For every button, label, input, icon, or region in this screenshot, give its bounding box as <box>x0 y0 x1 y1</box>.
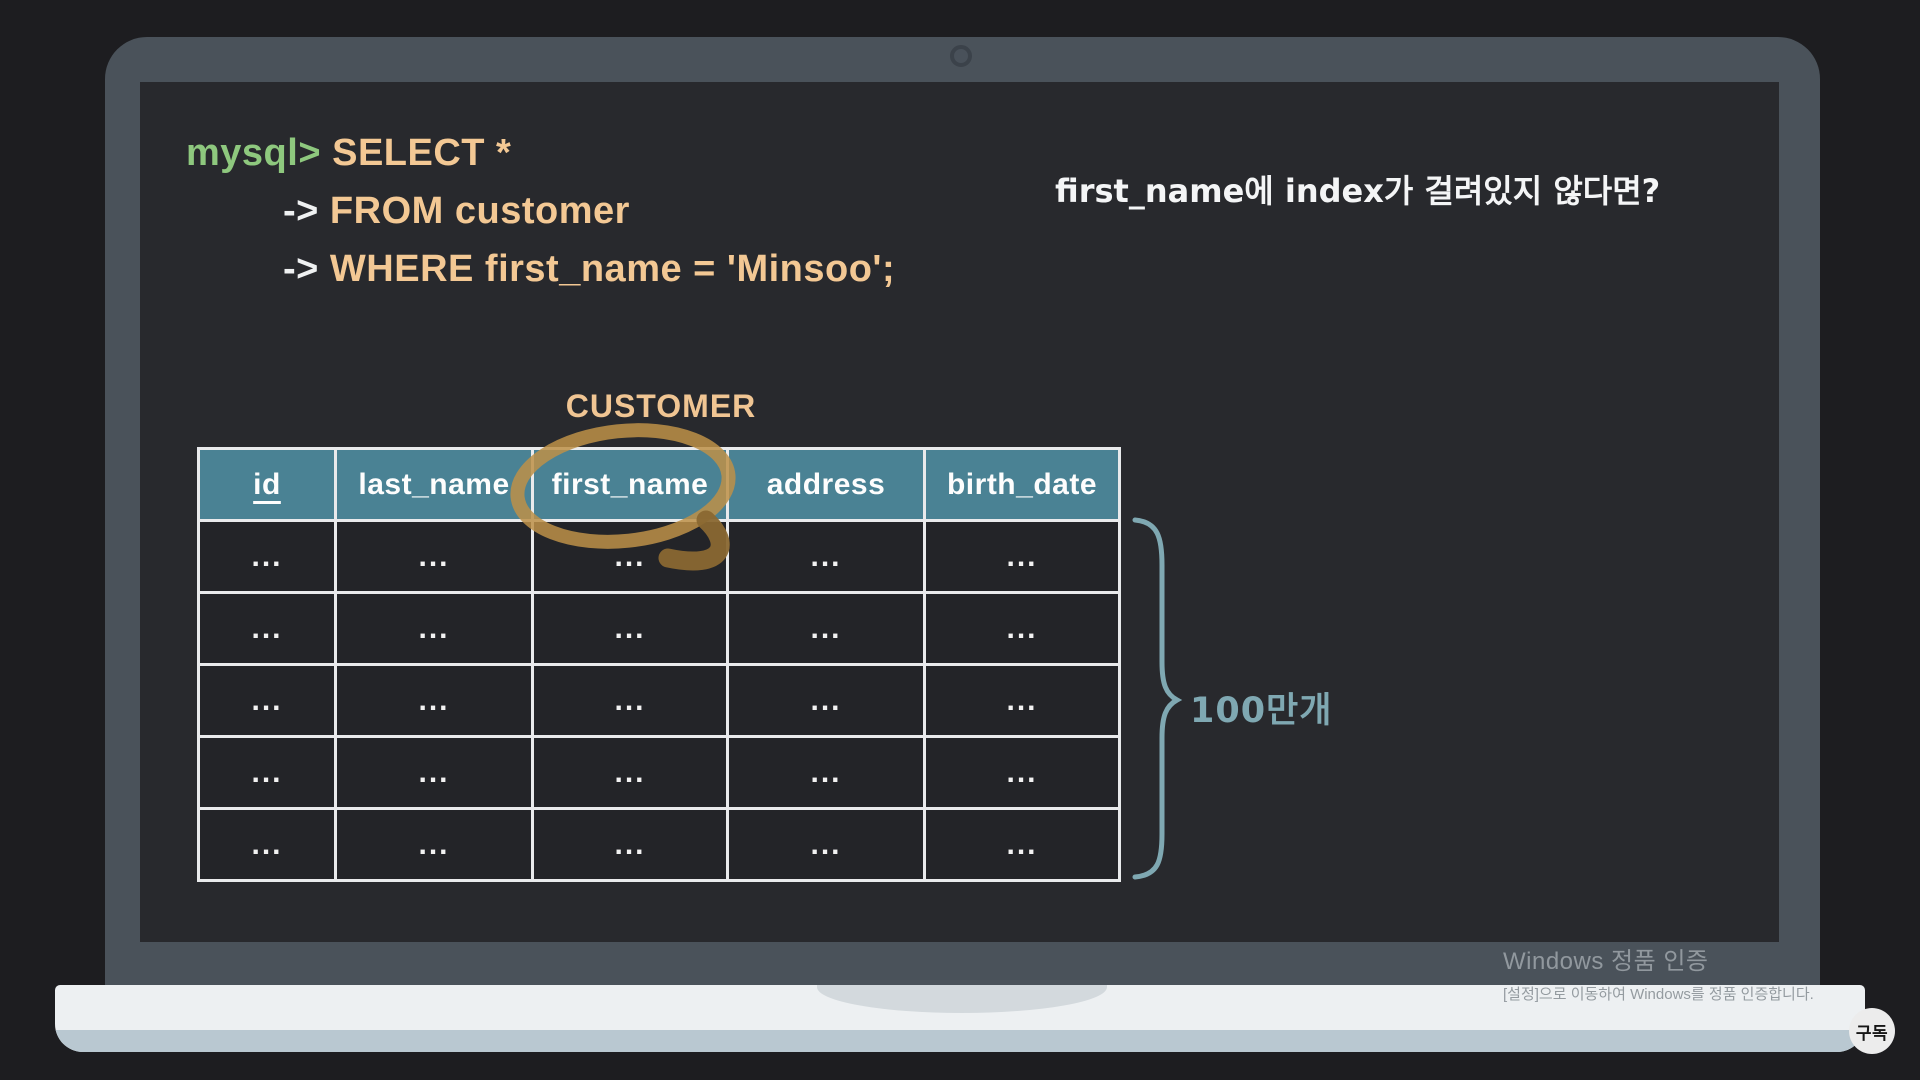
laptop-screen: mysql> SELECT * -> FROM customer -> WHER… <box>140 82 1779 942</box>
table-row: ............... <box>197 663 1121 738</box>
table-cell: ... <box>726 735 926 810</box>
table-row: ............... <box>197 519 1121 594</box>
laptop-notch <box>817 985 1107 1013</box>
row-count-label: 100만개 <box>1190 691 1333 731</box>
windows-activation-watermark: Windows 정품 인증 [설정]으로 이동하여 Windows를 정품 인증… <box>1503 941 1814 1004</box>
watermark-title: Windows 정품 인증 <box>1503 948 1709 975</box>
table-cell: ... <box>334 519 534 594</box>
customer-table-header: id last_name first_name address birth_da… <box>197 447 1121 522</box>
table-cell: ... <box>923 735 1121 810</box>
table-cell: ... <box>531 807 729 882</box>
highlight-tail-icon <box>658 510 730 571</box>
column-header-id: id <box>197 447 337 522</box>
table-cell: ... <box>923 807 1121 882</box>
column-header-birth-date: birth_date <box>923 447 1121 522</box>
table-cell: ... <box>197 591 337 666</box>
table-cell: ... <box>726 591 926 666</box>
watermark-subtitle: [설정]으로 이동하여 Windows를 정품 인증합니다. <box>1503 986 1814 1003</box>
table-cell: ... <box>334 663 534 738</box>
table-cell: ... <box>197 663 337 738</box>
query-line-select: mysql> SELECT * <box>186 124 895 182</box>
table-row: ............... <box>197 591 1121 666</box>
index-question-note: first_name에 index가 걸려있지 않다면? <box>1055 172 1661 210</box>
table-cell: ... <box>334 591 534 666</box>
table-cell: ... <box>531 735 729 810</box>
table-row: ............... <box>197 735 1121 810</box>
table-cell: ... <box>726 807 926 882</box>
subscribe-button[interactable]: 구독 <box>1849 1008 1895 1054</box>
table-cell: ... <box>197 519 337 594</box>
row-count-brace-icon <box>1132 517 1183 880</box>
table-title: CUSTOMER <box>565 388 757 424</box>
table-cell: ... <box>197 807 337 882</box>
table-cell: ... <box>334 735 534 810</box>
column-header-first-name: first_name <box>531 447 729 522</box>
customer-table: id last_name first_name address birth_da… <box>197 447 1121 882</box>
table-row: ............... <box>197 807 1121 882</box>
column-header-address: address <box>726 447 926 522</box>
laptop-base-edge <box>55 1030 1865 1052</box>
table-cell: ... <box>334 807 534 882</box>
annotations-overlay <box>510 423 1183 880</box>
continuation-arrow: -> <box>283 248 319 290</box>
header-row: id last_name first_name address birth_da… <box>197 447 1121 522</box>
table-cell: ... <box>726 663 926 738</box>
table-cell: ... <box>197 735 337 810</box>
table-cell: ... <box>531 663 729 738</box>
column-header-last-name: last_name <box>334 447 534 522</box>
select-statement: SELECT * <box>332 132 512 174</box>
customer-table-body: ........................................… <box>197 519 1121 882</box>
table-cell: ... <box>726 519 926 594</box>
table-cell: ... <box>923 591 1121 666</box>
continuation-arrow: -> <box>283 190 319 232</box>
highlight-circle-icon <box>510 423 736 549</box>
mysql-prompt: mysql> <box>186 132 322 174</box>
table-cell: ... <box>923 663 1121 738</box>
query-line-where: -> WHERE first_name = 'Minsoo'; <box>186 240 895 298</box>
webcam-icon <box>950 45 972 67</box>
table-cell: ... <box>923 519 1121 594</box>
query-line-from: -> FROM customer <box>186 182 895 240</box>
laptop-lid: mysql> SELECT * -> FROM customer -> WHER… <box>105 37 1820 985</box>
where-statement: WHERE first_name = 'Minsoo'; <box>329 248 896 290</box>
from-statement: FROM customer <box>329 190 630 232</box>
table-cell: ... <box>531 591 729 666</box>
laptop-base <box>55 985 1865 1052</box>
mysql-query-block: mysql> SELECT * -> FROM customer -> WHER… <box>186 124 895 298</box>
